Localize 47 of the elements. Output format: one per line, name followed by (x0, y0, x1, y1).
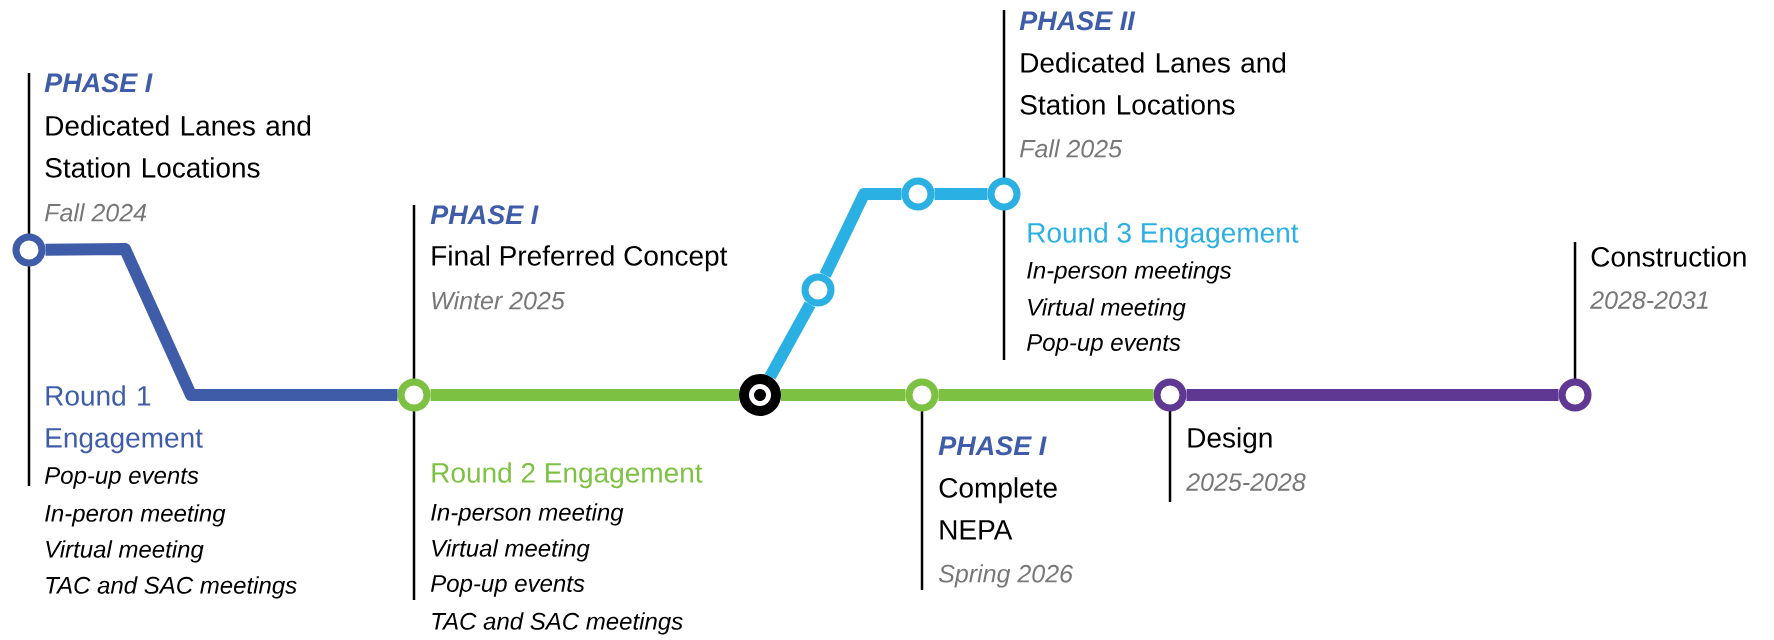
phase-label: PHASE I (44, 73, 153, 93)
activity-item: Virtual meeting (46, 540, 204, 563)
route-line (819, 188, 902, 278)
activity-item: Pop-up events (44, 467, 199, 489)
date-label: Winter 2025 (432, 291, 565, 310)
milestone-title: Dedicated Lanes and Station Locations (45, 115, 311, 178)
phase-label: PHASE I (430, 205, 539, 225)
activity-item: In-peron meeting (45, 504, 226, 527)
activity-item: In-person meetings (1027, 261, 1232, 284)
station-circle (901, 177, 935, 211)
station-circle (905, 378, 939, 412)
milestone-title: Design (1188, 427, 1272, 454)
activity-item: TAC and SAC meetings (46, 576, 297, 599)
engagement-heading: Round 3 Engagement (1028, 222, 1299, 249)
route-line (45, 243, 398, 401)
station-circle (801, 273, 835, 307)
date-label: Fall 2025 (1020, 139, 1123, 158)
activity-item: Pop-up events (430, 575, 585, 597)
engagement-heading: Round 1 Engagement (46, 385, 203, 454)
transfer-station (739, 374, 781, 416)
activity-item: Pop-up events (1026, 334, 1181, 356)
route-line (934, 188, 988, 200)
phase-label: PHASE I (938, 436, 1047, 456)
engagement-heading: Round 2 Engagement (432, 462, 703, 489)
activity-item: Virtual meeting (1028, 298, 1186, 321)
activity-item: In-person meeting (431, 503, 624, 526)
station-circle (987, 177, 1021, 211)
milestone-title: Dedicated Lanes and Station Locations (1020, 52, 1286, 115)
date-label: Fall 2024 (44, 203, 147, 222)
date-label: Spring 2026 (938, 564, 1073, 588)
activity-item: TAC and SAC meetings (432, 612, 683, 635)
activity-item: Virtual meeting (432, 539, 590, 562)
phase-label: PHASE II (1019, 11, 1136, 31)
milestone-title: Final Preferred Concept (432, 245, 728, 272)
milestone-title: Complete NEPA (939, 477, 1057, 540)
date-label: 2028-2031 (1590, 291, 1708, 309)
route-line (764, 301, 816, 380)
station-circle (397, 378, 431, 412)
station-circle (1153, 378, 1187, 412)
milestone-title: Construction (1591, 246, 1746, 267)
route-line (430, 389, 739, 401)
route-line (1186, 389, 1559, 401)
date-label: 2025-2028 (1186, 473, 1306, 491)
route-line (781, 389, 906, 401)
station-circle (12, 233, 46, 267)
route-line (938, 389, 1154, 401)
station-circle (1558, 378, 1592, 412)
